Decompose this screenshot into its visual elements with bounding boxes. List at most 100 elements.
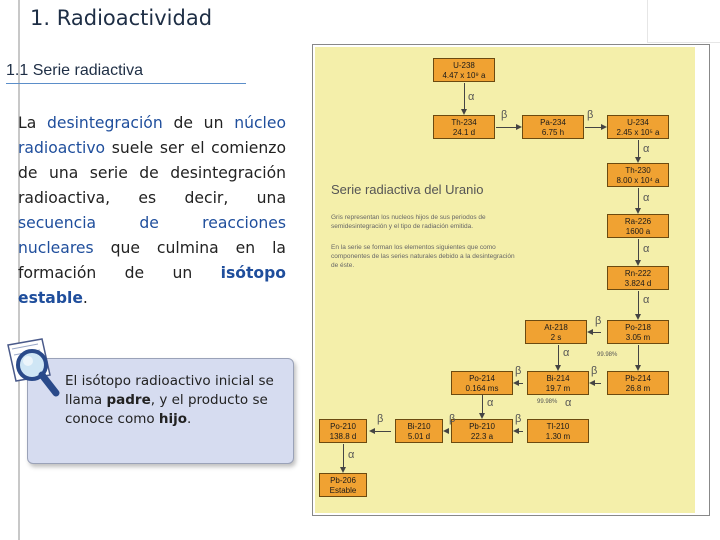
nuclide-halflife: 4.47 x 10⁹ a	[442, 71, 486, 80]
nuclide-halflife: 0.164 ms	[465, 384, 499, 393]
arrow-head	[369, 428, 375, 434]
nuclide-halflife: 6.75 h	[541, 128, 565, 137]
beta-label: β	[449, 413, 456, 425]
corner-box	[647, 0, 720, 43]
arrow-head	[587, 329, 593, 335]
arrow-head	[635, 314, 641, 320]
decay-arrow	[638, 239, 639, 260]
decay-arrow	[482, 395, 483, 413]
decay-arrow	[517, 431, 523, 432]
para-highlight-secuencia: secuencia de reacciones nucleares	[18, 214, 286, 257]
branch-percent: 99.98%	[597, 352, 618, 358]
note-callout-box	[27, 358, 294, 464]
nuclide-name: Pb-210	[469, 422, 495, 431]
title-number: 1.	[30, 6, 51, 30]
alpha-label: α	[565, 397, 572, 409]
decay-arrow	[591, 332, 601, 333]
arrow-head	[513, 380, 519, 386]
arrow-head	[635, 365, 641, 371]
alpha-label: α	[643, 294, 650, 306]
arrow-head	[555, 365, 561, 371]
arrow-head	[513, 428, 519, 434]
intro-paragraph: La desintegración de un núcleo radioacti…	[18, 111, 286, 311]
para-text: que culmina en la formación de un	[18, 239, 286, 282]
para-highlight-isotopo: isótopo estable	[18, 264, 286, 307]
alpha-label: α	[468, 91, 475, 103]
nuclide-halflife: 1.30 m	[545, 432, 571, 441]
note-bold-padre: padre	[106, 392, 151, 408]
nuclide-halflife: 5.01 d	[407, 432, 431, 441]
arrow-head	[635, 260, 641, 266]
nuclide-halflife: 24.1 d	[452, 128, 476, 137]
decay-arrow	[585, 127, 601, 128]
nuclide-name: Bi-214	[546, 374, 570, 383]
nuclide-name: Tl-210	[546, 422, 570, 431]
nuclide-halflife: 8.00 x 10⁴ a	[616, 176, 660, 185]
nuclide-name: Th-234	[451, 118, 477, 127]
magnifier-icon	[7, 338, 60, 397]
beta-label: β	[595, 315, 602, 327]
arrow-head	[601, 124, 607, 130]
nuclide-name: Po-218	[625, 323, 651, 332]
beta-label: β	[377, 413, 384, 425]
nuclide-halflife: 19.7 m	[545, 384, 571, 393]
nuclide-halflife: 2 s	[550, 333, 562, 342]
beta-label: β	[587, 109, 594, 121]
note-span: El isótopo radioactivo inicial se llama	[65, 373, 274, 408]
nuclide-halflife: 22.3 a	[470, 432, 494, 441]
alpha-label: α	[643, 243, 650, 255]
nuclide-name: Th-230	[625, 166, 651, 175]
nuclide-halflife: 26.8 m	[625, 384, 651, 393]
decay-arrow	[638, 140, 639, 157]
nuclide-halflife: 1600 a	[625, 227, 651, 236]
decay-arrow	[638, 345, 639, 365]
beta-label: β	[515, 413, 522, 425]
branch-percent: 99.98%	[537, 399, 558, 405]
decay-arrow	[373, 431, 391, 432]
nuclide-halflife: 138.8 d	[329, 432, 357, 441]
nuclide-halflife: Estable	[329, 486, 357, 495]
nuclide-name: U-234	[627, 118, 649, 127]
decay-arrow	[558, 345, 559, 365]
note-span: , y el producto se conoce como	[65, 392, 268, 427]
beta-label: β	[591, 365, 598, 377]
decay-arrow	[343, 444, 344, 467]
uranium-series-figure: Serie radiactiva del Uranio Gris represe…	[312, 44, 710, 516]
beta-label: β	[515, 365, 522, 377]
para-text: suele ser el comienzo de una serie de de…	[18, 139, 286, 207]
decay-arrow	[496, 127, 516, 128]
decay-arrow	[593, 383, 601, 384]
decay-arrow	[638, 188, 639, 208]
note-text: El isótopo radioactivo inicial se llama …	[65, 372, 287, 429]
note-span: .	[187, 411, 192, 427]
nuclide-name: U-238	[453, 61, 475, 70]
decay-arrow	[464, 83, 465, 109]
arrow-head	[635, 208, 641, 214]
figure-text-1: Gris representan los nucleos hijos de su…	[331, 214, 486, 230]
slide-title: 1. Radioactividad	[30, 6, 212, 30]
arrow-head	[479, 413, 485, 419]
nuclide-name: Rn-222	[624, 269, 652, 278]
nuclide-halflife: 3.05 m	[625, 333, 651, 342]
figure-title: Serie radiactiva del Uranio	[331, 182, 484, 197]
note-bold-hijo: hijo	[158, 411, 188, 427]
alpha-label: α	[348, 449, 355, 461]
nuclide-halflife: 3.824 d	[624, 279, 652, 288]
arrow-head	[340, 467, 346, 473]
figure-text-2: En la serie se forman los elementos sigu…	[331, 244, 515, 269]
nuclide-name: Pb-214	[625, 374, 651, 383]
title-text: Radioactividad	[56, 6, 213, 30]
